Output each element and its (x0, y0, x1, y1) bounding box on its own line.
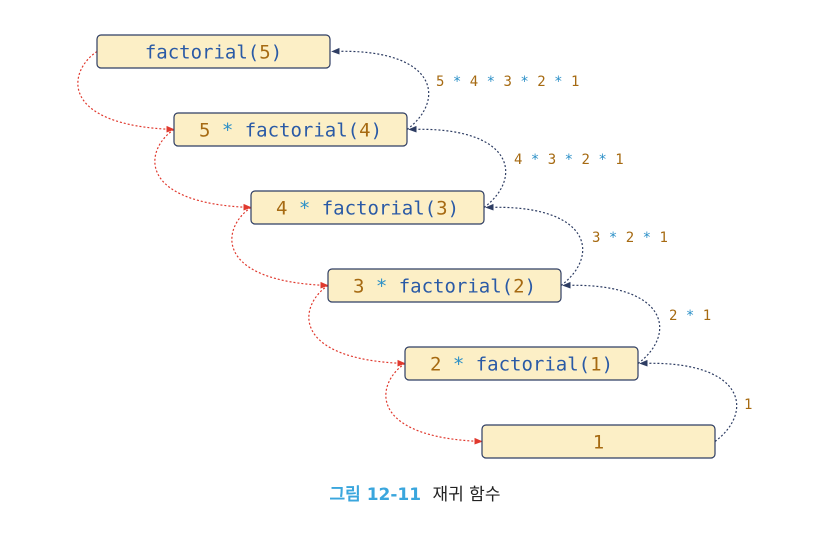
expr-token: ) (602, 354, 613, 376)
return-token: 2 (537, 74, 545, 90)
expr-token: * (364, 276, 398, 298)
call-arrow-1 (77, 51, 175, 133)
expr-token: factorial( (476, 354, 590, 376)
call-arrow-3 (231, 207, 329, 289)
return-value-3: 3 * 2 * 1 (592, 230, 668, 246)
return-token: * (556, 152, 581, 168)
expr-token: factorial( (399, 276, 513, 298)
call-box-frame (327, 268, 562, 303)
call-box-6: 1 (481, 424, 716, 459)
call-box-4: 3 * factorial(2) (327, 268, 562, 303)
caption-figure-number: 그림 12-11 (329, 485, 422, 505)
return-token: * (600, 230, 625, 246)
caption-title: 재귀 함수 (432, 485, 501, 505)
return-token: * (634, 230, 659, 246)
expr-token: ) (525, 276, 536, 298)
return-arrow-3 (485, 203, 584, 286)
expr-token: ) (448, 198, 459, 220)
return-arrow-5 (639, 359, 738, 442)
expr-token: 3 (436, 198, 447, 220)
figure-caption: 그림 12-11 재귀 함수 (0, 480, 830, 505)
expr-token: * (287, 198, 321, 220)
call-expression: 5 * factorial(4) (199, 120, 382, 142)
recursion-diagram: factorial(5)5 * factorial(4)4 * factoria… (77, 34, 752, 459)
call-box-frame (404, 346, 639, 381)
expr-token: 5 (259, 42, 270, 64)
call-box-frame (250, 190, 485, 225)
return-token: 3 (548, 152, 556, 168)
expr-token: 2 (513, 276, 524, 298)
call-arrow-5 (385, 363, 483, 445)
return-arrow-1 (331, 47, 430, 130)
expr-token: factorial( (245, 120, 359, 142)
expr-token: 1 (590, 354, 601, 376)
call-expression: 4 * factorial(3) (276, 198, 459, 220)
return-token: 2 (581, 152, 589, 168)
return-value-2: 4 * 3 * 2 * 1 (514, 152, 624, 168)
return-arrow-2 (408, 125, 507, 208)
call-expression: 3 * factorial(2) (353, 276, 536, 298)
return-token: 3 (503, 74, 511, 90)
expr-token: factorial( (322, 198, 436, 220)
call-expression: 2 * factorial(1) (430, 354, 613, 376)
return-token: 1 (703, 308, 711, 324)
return-value-4: 2 * 1 (669, 308, 711, 324)
return-value-1: 5 * 4 * 3 * 2 * 1 (436, 74, 579, 90)
call-box-3: 4 * factorial(3) (250, 190, 485, 225)
return-token: * (590, 152, 615, 168)
call-expression: 1 (593, 432, 604, 454)
return-token: * (546, 74, 571, 90)
expr-token: 4 (359, 120, 370, 142)
return-value-5: 1 (744, 397, 752, 413)
call-arrow-2 (154, 129, 252, 211)
return-token: * (522, 152, 547, 168)
return-token: * (478, 74, 503, 90)
call-box-1: factorial(5) (96, 34, 331, 69)
expr-token: 2 (430, 354, 441, 376)
return-token: 1 (744, 397, 752, 413)
expr-token: * (441, 354, 475, 376)
call-box-2: 5 * factorial(4) (173, 112, 408, 147)
return-token: 2 (669, 308, 677, 324)
call-arrow-4 (308, 285, 406, 367)
call-expression: factorial(5) (145, 42, 282, 64)
return-token: 5 (436, 74, 444, 90)
return-token: 1 (659, 230, 667, 246)
return-token: 2 (626, 230, 634, 246)
return-token: 1 (615, 152, 623, 168)
return-token: 4 (514, 152, 522, 168)
expr-token: 5 (199, 120, 210, 142)
return-token: * (512, 74, 537, 90)
return-arrow-4 (562, 281, 661, 364)
call-box-frame (96, 34, 331, 69)
call-box-frame (481, 424, 716, 459)
return-token: 4 (470, 74, 478, 90)
return-token: 3 (592, 230, 600, 246)
expr-token: ) (271, 42, 282, 64)
expr-token: 1 (593, 432, 604, 454)
return-token: * (444, 74, 469, 90)
expr-token: * (210, 120, 244, 142)
call-box-5: 2 * factorial(1) (404, 346, 639, 381)
expr-token: 4 (276, 198, 287, 220)
expr-token: factorial( (145, 42, 259, 64)
expr-token: 3 (353, 276, 364, 298)
call-box-frame (173, 112, 408, 147)
return-token: * (677, 308, 702, 324)
return-token: 1 (571, 74, 579, 90)
expr-token: ) (371, 120, 382, 142)
